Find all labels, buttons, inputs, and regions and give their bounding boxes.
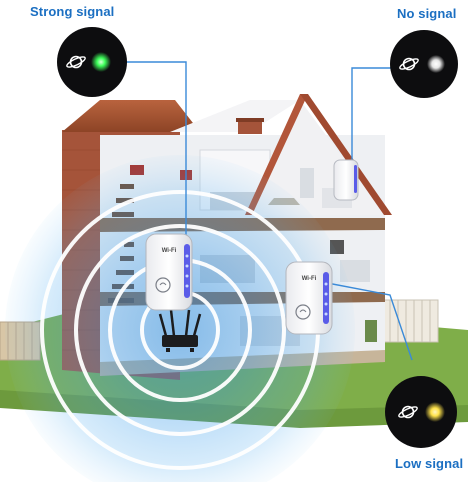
label-low-signal: Low signal: [395, 456, 464, 471]
indicator-low: [385, 376, 457, 448]
indicator-none: [390, 30, 458, 98]
device-badge-left: Wi-Fi: [162, 248, 177, 254]
router-icon: [158, 309, 202, 352]
wifi-extender-right: [285, 261, 333, 335]
device-badge-right: Wi-Fi: [302, 276, 317, 282]
led-strong: [91, 52, 111, 72]
roof-left: [62, 100, 200, 132]
fence-right: [381, 299, 439, 343]
indicator-strong: [57, 27, 127, 97]
label-strong-signal: Strong signal: [30, 4, 115, 19]
wifi-extender-attic: [333, 159, 359, 201]
wifi-coverage: [5, 155, 355, 482]
led-low: [425, 402, 445, 422]
led-none: [427, 55, 445, 73]
indicator-connectors: [124, 61, 413, 361]
label-no-signal: No signal: [397, 6, 457, 21]
planet-icon: [399, 57, 419, 71]
chimney: [238, 120, 262, 134]
planet-icon: [66, 55, 86, 69]
planet-icon: [398, 405, 418, 419]
wifi-extender-left: [145, 233, 193, 311]
